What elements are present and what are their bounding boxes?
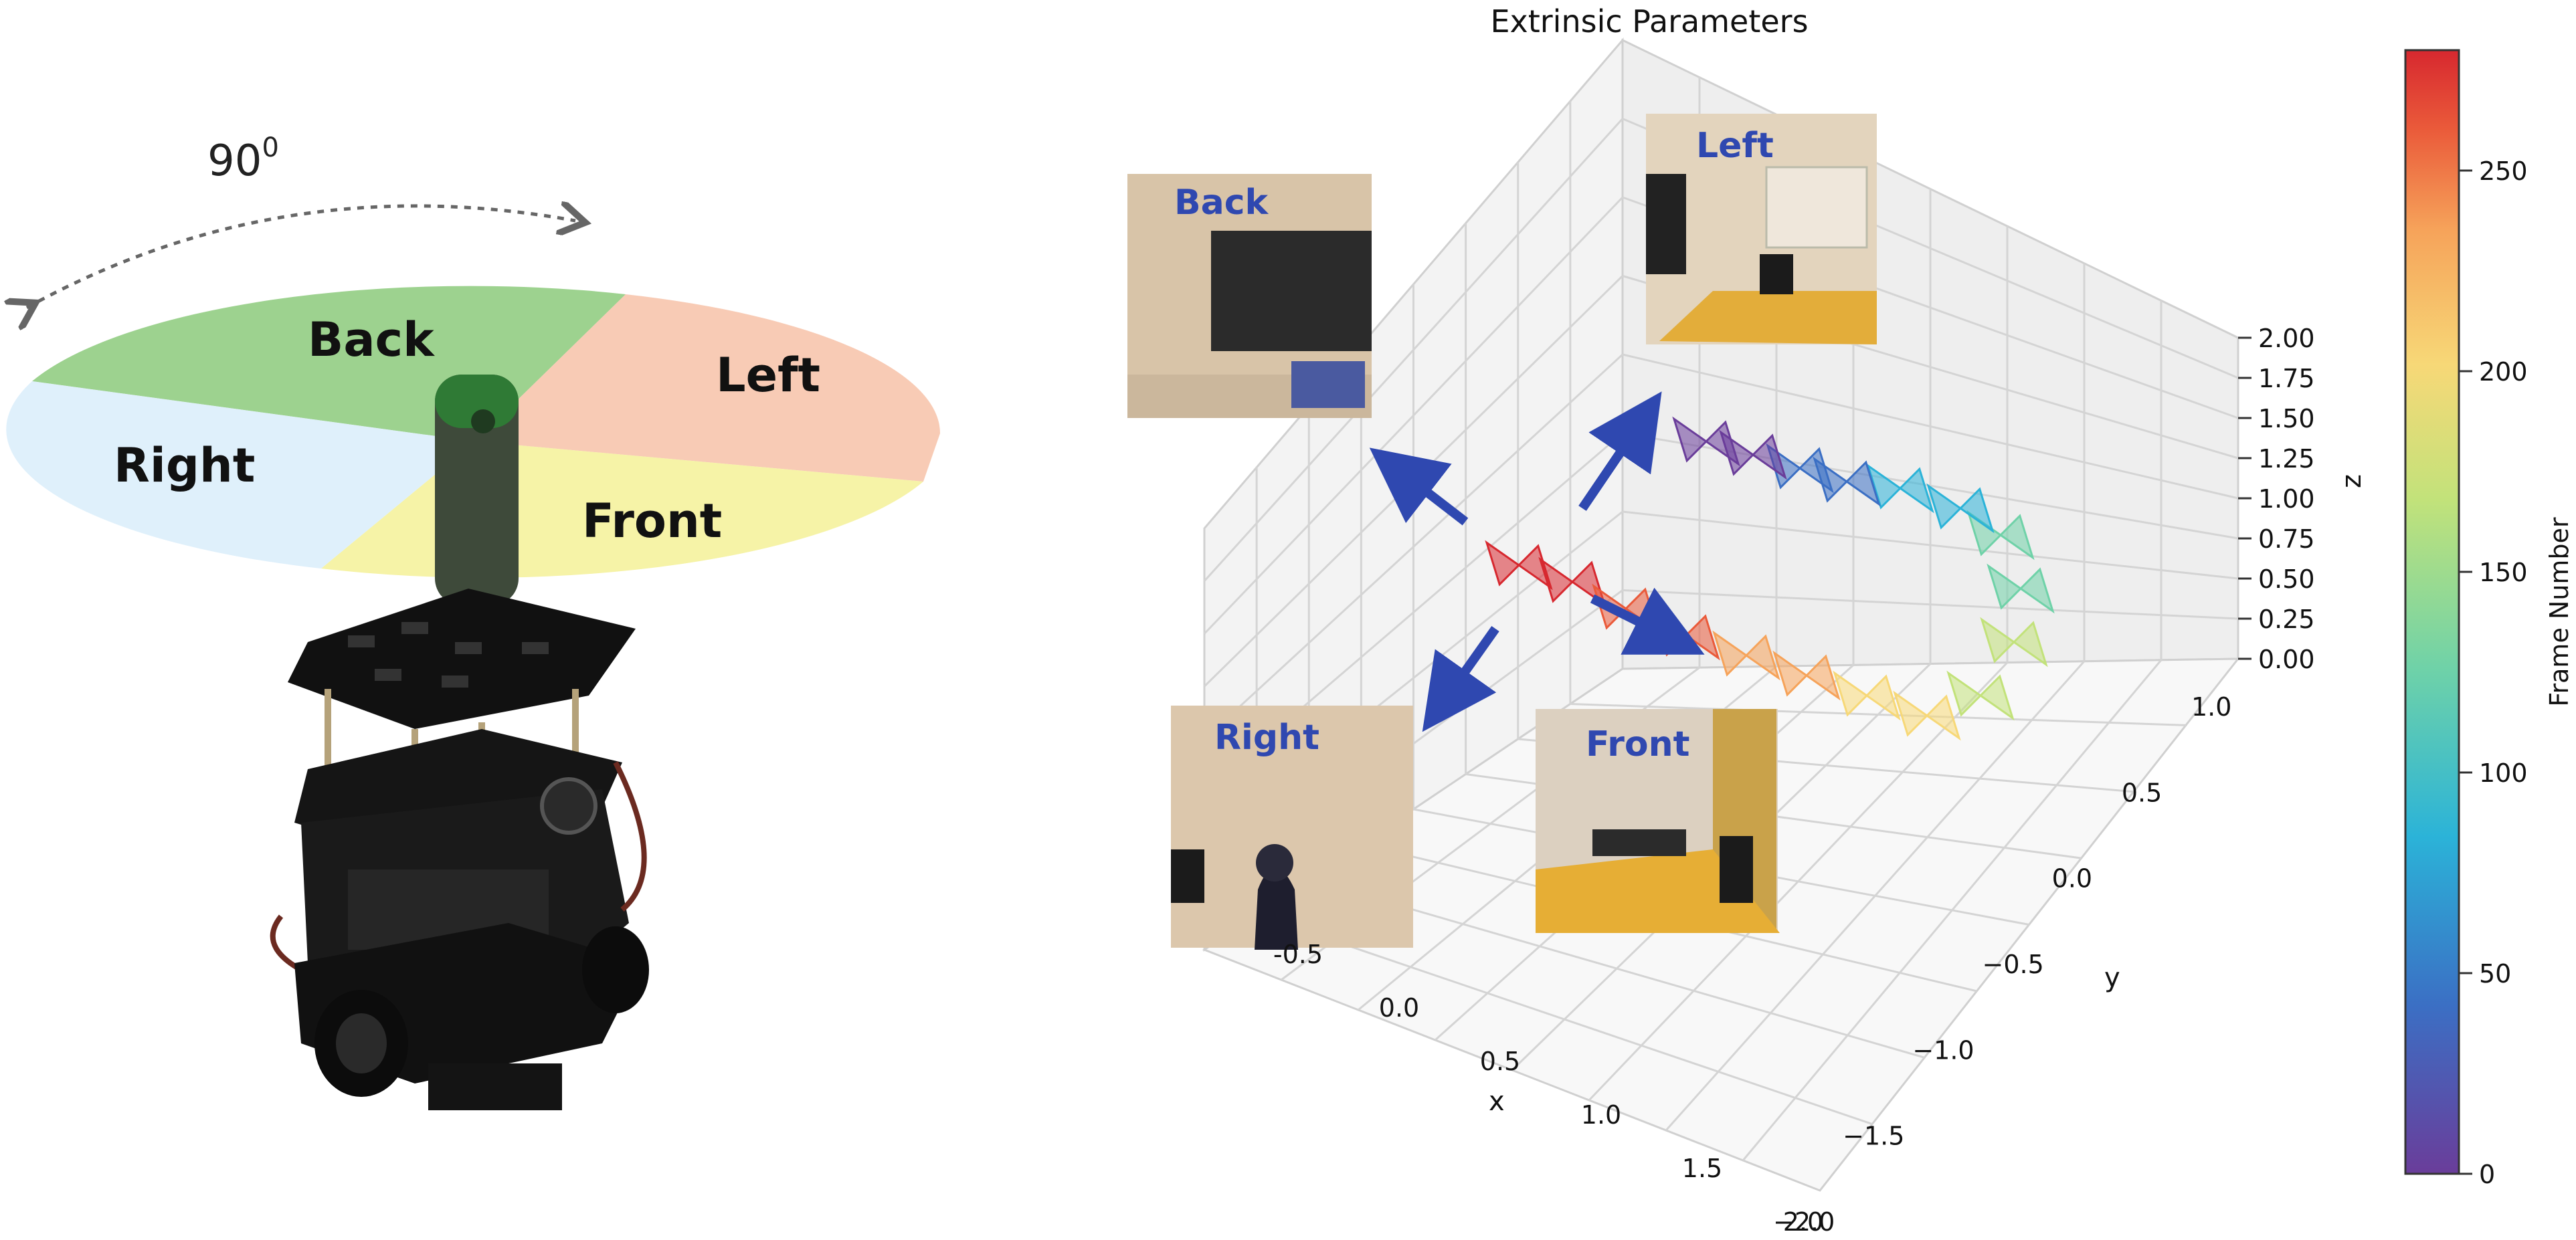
colorbar-tick-label: 150 — [2479, 558, 2528, 587]
arrow-to-front — [1590, 587, 1705, 655]
z-tick-label: 1.00 — [2258, 484, 2315, 514]
arrow-to-back — [1369, 447, 1469, 526]
y-tick-label: −2.0 — [1773, 1207, 1835, 1237]
x-tick-label: -0.5 — [1273, 940, 1323, 969]
camera-lens-icon — [471, 409, 495, 433]
x-tick-label: 0.5 — [1480, 1047, 1520, 1076]
camera-frustum — [1866, 463, 1934, 514]
sector-label-front: Front — [582, 494, 722, 548]
robot-panel: 900 Back Left Right Front — [6, 132, 941, 1110]
colorbar: 0 50 100 150 200 250 Frame Number — [2404, 49, 2574, 1189]
extrinsic-plot: Extrinsic Parameters Back — [1127, 3, 2574, 1237]
y-tick-label: 0.0 — [2052, 864, 2092, 894]
sector-right — [6, 381, 476, 569]
robot — [270, 375, 649, 1110]
x-tick-label: 0.0 — [1379, 993, 1419, 1023]
rotation-arc — [27, 206, 575, 308]
camera-frustum — [1946, 670, 2015, 721]
camera-frustum — [1980, 617, 2048, 667]
inset-label-left: Left — [1696, 126, 1774, 166]
inset-label-right: Right — [1214, 718, 1319, 758]
camera-frustum — [1926, 483, 1995, 534]
colorbar-tick-label: 250 — [2479, 157, 2528, 186]
x-axis-ticks: -0.5 0.0 0.5 1.0 1.5 2.0 — [1273, 940, 1823, 1237]
colorbar-tick-label: 100 — [2479, 758, 2528, 788]
inset-label-front: Front — [1586, 724, 1689, 764]
arrow-to-left — [1578, 391, 1662, 511]
z-tick-label: 0.00 — [2258, 645, 2315, 674]
robot-top-plate — [288, 589, 636, 729]
z-tick-label: 0.50 — [2258, 564, 2315, 594]
camera-frustum — [1966, 510, 2035, 560]
colorbar-gradient — [2404, 49, 2460, 1175]
y-tick-label: 1.0 — [2191, 692, 2231, 722]
colorbar-tick-label: 50 — [2479, 959, 2511, 989]
camera-body — [435, 375, 519, 605]
y-axis-label: y — [2104, 962, 2120, 993]
z-tick-label: 0.25 — [2258, 605, 2315, 634]
y-tick-label: −1.0 — [1912, 1035, 1974, 1065]
wheel-right-icon — [582, 926, 649, 1013]
camera-frustum — [1672, 416, 1740, 467]
sector-left — [475, 294, 941, 482]
inset-front: Front — [1536, 709, 1780, 933]
z-tick-label: 1.25 — [2258, 444, 2315, 474]
x-tick-label: 1.5 — [1682, 1154, 1722, 1183]
camera-frustum — [1987, 563, 2055, 614]
z-axis-ticks: 0.00 0.25 0.50 0.75 1.00 1.25 1.50 1.75 2.00 — [2238, 324, 2315, 674]
colorbar-label: Frame Number — [2545, 517, 2574, 707]
z-tick-label: 1.75 — [2258, 364, 2315, 393]
sector-label-back: Back — [308, 312, 435, 367]
chart-title: Extrinsic Parameters — [1490, 3, 1808, 39]
camera-frustum — [1833, 670, 1901, 721]
inset-back: Back — [1127, 174, 1372, 418]
z-tick-label: 2.00 — [2258, 324, 2315, 353]
camera-frustum — [1893, 690, 1961, 741]
camera-top — [435, 375, 519, 428]
direction-arrows — [1369, 391, 1705, 732]
colorbar-tick-label: 200 — [2479, 357, 2528, 387]
inset-left: Left — [1646, 114, 1877, 344]
camera-frustum — [1772, 650, 1841, 701]
x-axis-label: x — [1489, 1086, 1505, 1117]
y-tick-label: −1.5 — [1843, 1122, 1904, 1151]
z-axis-label: z — [2336, 474, 2367, 488]
x-tick-label: 2.0 — [1783, 1207, 1823, 1237]
inset-label-back: Back — [1174, 183, 1269, 223]
y-tick-label: 0.5 — [2122, 778, 2162, 807]
x-tick-label: 1.0 — [1581, 1100, 1621, 1130]
camera-trajectory — [1485, 416, 2055, 741]
z-tick-label: 0.75 — [2258, 524, 2315, 554]
inset-right: Right — [1171, 706, 1413, 950]
arrow-to-right — [1422, 625, 1499, 732]
rotation-label: 900 — [207, 132, 279, 186]
y-axis-ticks: 1.0 0.5 0.0 −0.5 −1.0 −1.5 −2.0 — [1773, 692, 2231, 1237]
z-tick-label: 1.50 — [2258, 404, 2315, 433]
y-tick-label: −0.5 — [1983, 950, 2044, 979]
sector-label-right: Right — [114, 438, 255, 493]
colorbar-tick-label: 0 — [2479, 1160, 2495, 1189]
camera-frustum — [1712, 630, 1780, 681]
sector-label-left: Left — [716, 348, 820, 403]
